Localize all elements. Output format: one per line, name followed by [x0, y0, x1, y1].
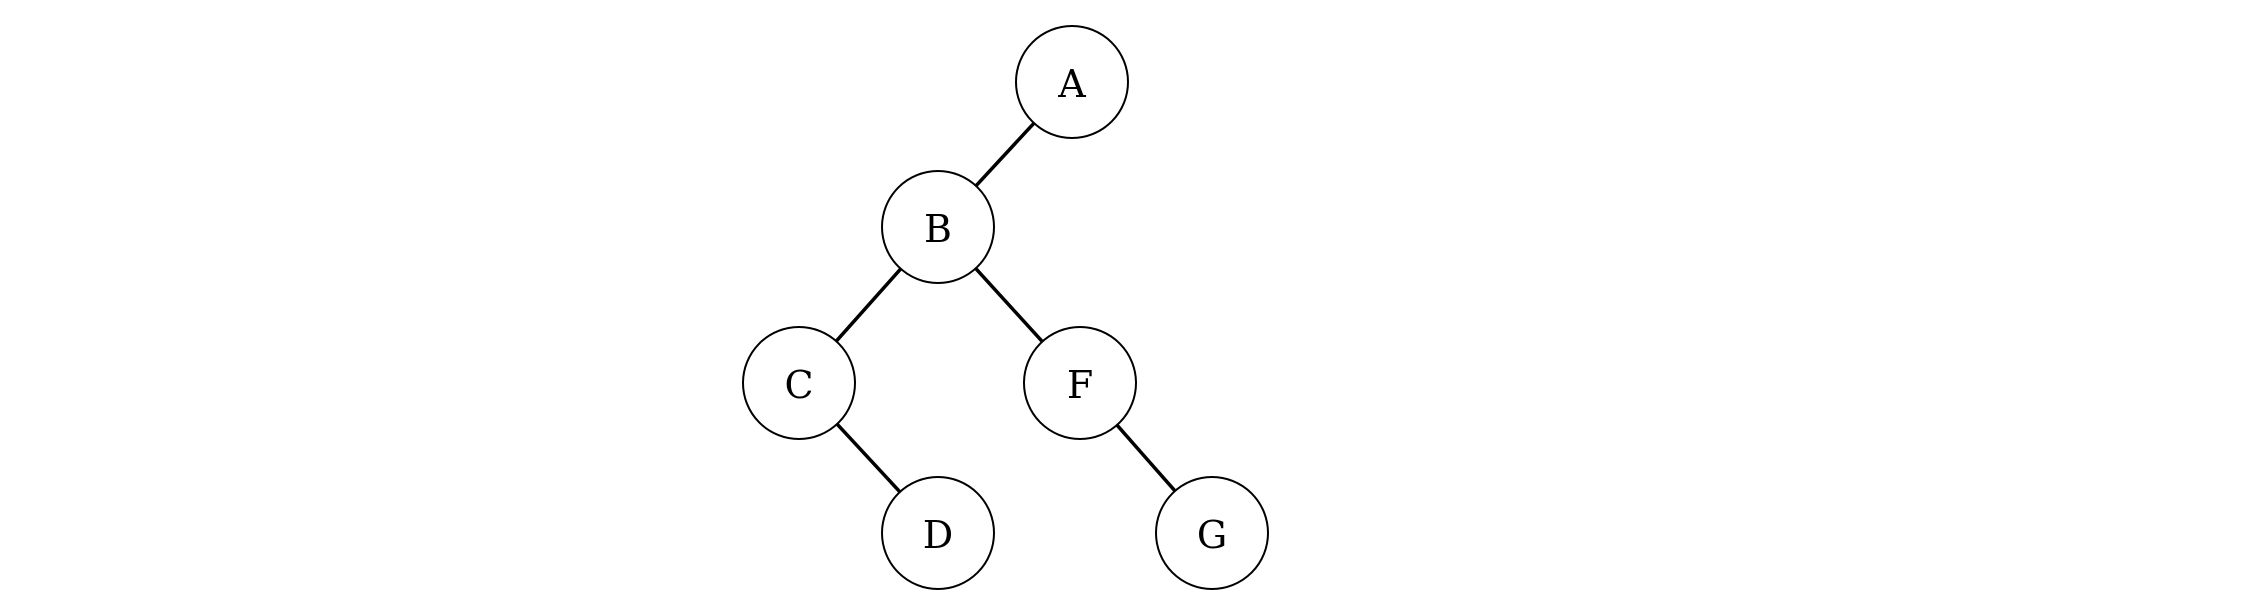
node-circle-f: [1023, 326, 1137, 440]
node-circle-a: [1015, 25, 1129, 139]
tree-node-c: C: [742, 326, 856, 440]
tree-node-b: B: [881, 170, 995, 284]
edge-b-c: [834, 267, 903, 343]
edge-f-g: [1115, 423, 1177, 493]
node-label-d: D: [923, 513, 953, 557]
node-label-g: G: [1197, 513, 1227, 557]
nodes-layer: A B C D F G: [742, 25, 1269, 590]
node-circle-g: [1155, 476, 1269, 590]
edges-layer: [834, 121, 1177, 494]
tree-node-g: G: [1155, 476, 1269, 590]
node-circle-d: [881, 476, 995, 590]
node-label-c: C: [784, 363, 813, 407]
tree-node-f: F: [1023, 326, 1137, 440]
node-label-a: A: [1057, 62, 1086, 106]
tree-node-a: A: [1015, 25, 1129, 139]
node-circle-c: [742, 326, 856, 440]
edge-c-d: [835, 422, 902, 494]
edge-a-b: [974, 121, 1036, 188]
edge-b-f: [974, 267, 1044, 343]
node-circle-b: [881, 170, 995, 284]
node-label-f: F: [1067, 363, 1093, 407]
node-label-b: B: [924, 207, 952, 251]
tree-node-d: D: [881, 476, 995, 590]
